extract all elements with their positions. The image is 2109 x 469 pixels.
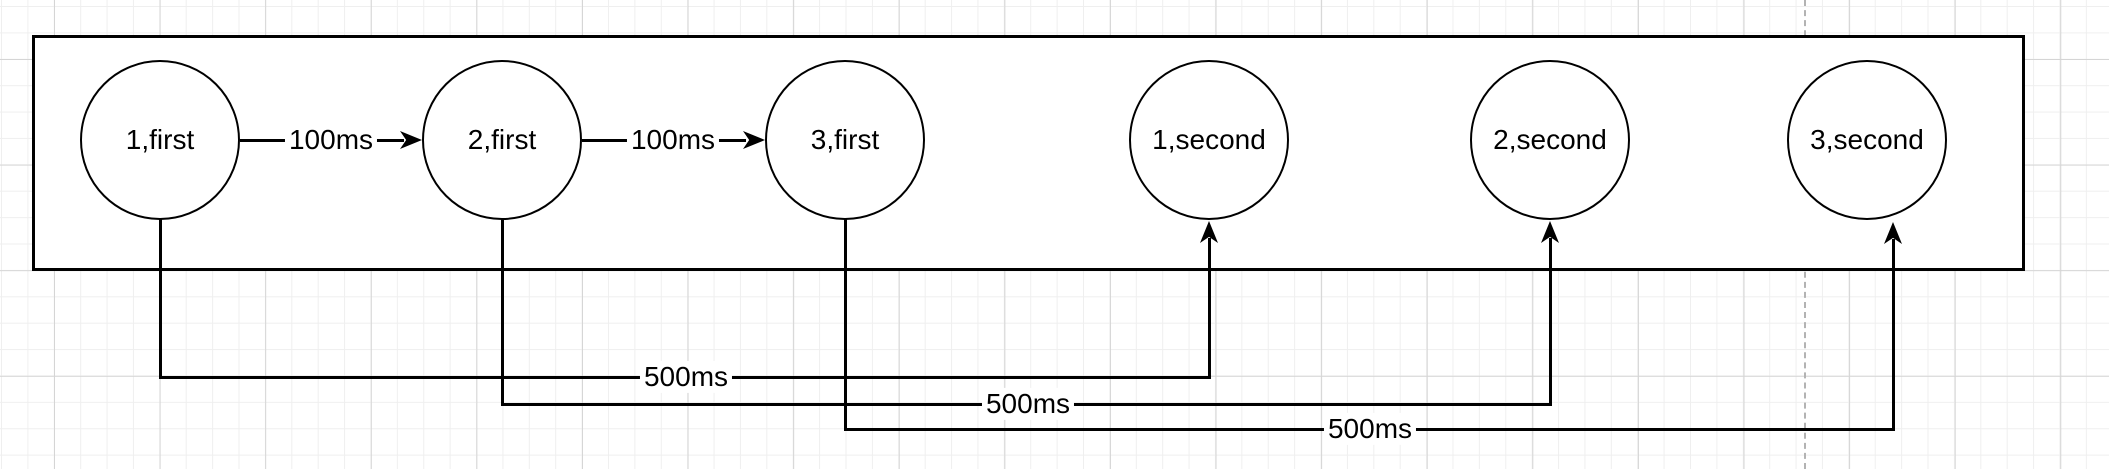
edge-label-500ms-3[interactable]: 500ms <box>1323 412 1417 446</box>
edge-2first-2second-segment-up[interactable] <box>1548 238 1552 405</box>
edge-label-500ms-1[interactable]: 500ms <box>639 360 733 394</box>
node-2-second[interactable]: 2,second <box>1470 60 1630 220</box>
edge-1first-1second-segment-down[interactable] <box>158 218 162 378</box>
node-3-first[interactable]: 3,first <box>765 60 925 220</box>
node-2-first-label: 2,first <box>467 124 537 155</box>
node-2-first[interactable]: 2,first <box>422 60 582 220</box>
node-3-second[interactable]: 3,second <box>1787 60 1947 220</box>
edge-label-100ms-2[interactable]: 100ms <box>626 123 720 157</box>
node-3-second-label: 3,second <box>1810 124 1924 155</box>
edge-3first-3second-segment-down[interactable] <box>843 218 847 430</box>
edge-label-100ms-1[interactable]: 100ms <box>284 123 378 157</box>
node-3-first-label: 3,first <box>810 124 880 155</box>
node-1-second-label: 1,second <box>1152 124 1266 155</box>
edge-1first-1second-segment-up[interactable] <box>1207 238 1211 378</box>
node-1-first[interactable]: 1,first <box>80 60 240 220</box>
node-2-second-label: 2,second <box>1493 124 1607 155</box>
edge-3first-3second-segment-up[interactable] <box>1891 239 1895 429</box>
edge-label-500ms-2[interactable]: 500ms <box>981 387 1075 421</box>
node-1-first-label: 1,first <box>125 124 195 155</box>
node-1-second[interactable]: 1,second <box>1129 60 1289 220</box>
edge-2first-2second-segment-down[interactable] <box>500 218 504 405</box>
